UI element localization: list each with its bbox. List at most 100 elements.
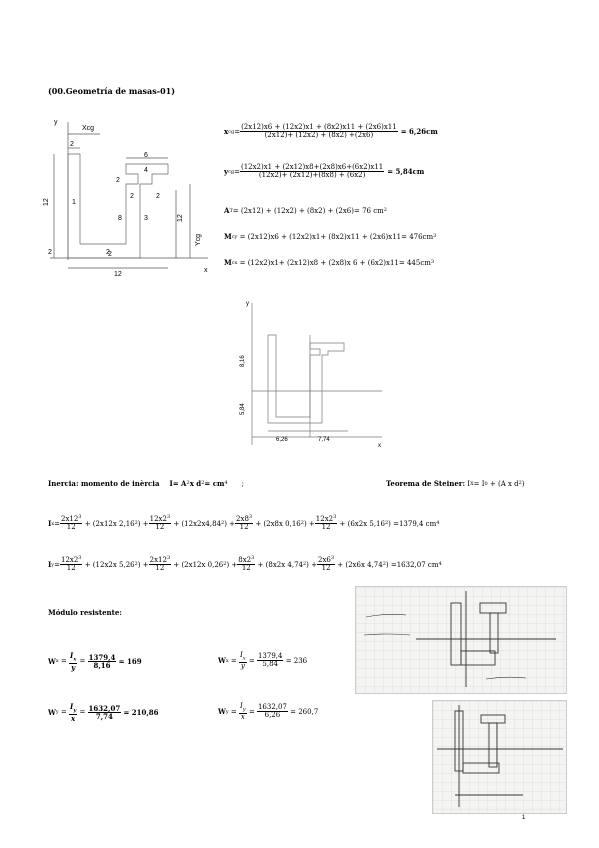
term-den: 12 [66,523,76,532]
area-sub: T [229,207,233,214]
term-den: 12 [239,523,249,532]
inertia-formula-end: = cm [204,479,225,488]
part-label: 4 [144,167,148,174]
dim-label: 2 [116,177,120,184]
dim-label: 12 [114,271,122,278]
dim-label: 2 [130,193,134,200]
term: + (12x2x4,84 [173,519,222,528]
mcx-sub: cx [231,259,238,266]
value-den: 7,74 [95,711,113,721]
page-number: 1 [522,815,526,821]
w-symbol: W [218,656,226,666]
axis-x-label: x [204,267,208,274]
term-exp: 3 [333,514,337,520]
dim-label: 5,84 [240,403,246,415]
term-den: 12 [66,564,76,573]
ix-sub: x [51,520,55,527]
mcy-symbol: M [224,232,232,241]
w-symbol: W [48,707,56,717]
dim-label: 7,74 [318,437,330,443]
term-exp: 3 [78,555,82,561]
term-exp: 3 [78,514,82,520]
term-exp: 3 [166,555,171,561]
term-den: 12 [321,564,331,573]
w-sub: y [55,709,59,716]
frac-num-sub: x [73,656,77,663]
value-den: 5,84 [262,660,278,669]
part-label: 3 [144,215,148,222]
xcg-denominator: (2x12)+ (12x2) + (8x2) +(2x6) [264,131,374,140]
term-num: 12x2 [315,515,334,523]
term: + (2x6x 4,74 [337,560,383,569]
term-num: 2x8 [236,515,249,523]
dim-label: 2 [108,251,112,258]
term-exp: 3 [166,514,171,520]
page-title: (00.Geometría de masas-01) [48,86,175,96]
mcy-expression: = (2x12)x6 + (12x2)x1+ (8x2)x11 + (2x6)x… [239,232,434,241]
ycg-symbol: y [224,167,229,177]
term-num: 2x12 [60,515,79,523]
inertia-formula-mid: x d [189,479,202,488]
result: = 236 [285,656,308,665]
graph-paper-sketch [356,587,566,693]
frac-num-sub: y [242,706,246,713]
steiner-title: Teorema de Steiner: [386,479,466,488]
term-num: 8x2 [238,556,252,564]
ycg-label: Ycg [195,234,202,246]
steiner-end: + (A x d [489,479,519,488]
w-sub: x [225,657,229,664]
ycg-fraction: (12x2)x1 + (2x12)x8+(2x8)x6+(6x2)x11 (12… [239,163,385,180]
dim-label: 2 [156,193,160,200]
term: + (6x2x 5,16 [339,519,385,528]
xcg-numerator: (2x12)x6 + (12x2)x1 + (8x2)x11 + (2x6)x1… [240,123,398,133]
xcg-sub: cg [228,128,235,135]
w-symbol: W [218,707,226,717]
value-den: 8,16 [93,660,111,670]
frac-num: I [70,651,74,660]
iy-sub: y [51,561,55,568]
term-exp: 3 [330,555,335,561]
xcg-result: = 6,26cm [400,127,438,137]
result: = 210,86 [123,707,159,717]
axis-y-label: y [54,119,58,126]
value-num: 1379,4 [87,652,117,662]
term: + (2x12x 2,16 [84,519,135,528]
axis-x-label: x [378,443,381,449]
xcg-fraction: (2x12)x6 + (12x2)x1 + (8x2)x11 + (2x6)x1… [240,123,398,140]
term-num: 12x2 [60,556,79,564]
xcg-label: Xcg [82,125,94,132]
term-num: 2x12 [149,556,167,564]
term-den: 12 [321,523,331,532]
steiner-close: ) [521,479,525,488]
dim-label: 6,26 [276,437,288,443]
ycg-result: = 5,84cm [387,167,425,177]
value-num: 1632,07 [87,703,122,713]
part-label: 2 [106,249,110,256]
term-exp: 3 [248,514,253,520]
term-num: 2x6 [318,556,331,564]
term-exp: 3 [251,555,255,561]
value-num: 1379,4 [256,652,284,662]
mcy-sub: cy [231,233,238,240]
term-den: 12 [155,564,165,573]
frac-den: x [71,713,76,723]
xcg-symbol: x [224,127,229,137]
ycg-sub: cg [228,168,235,175]
frac-num: I [70,702,74,711]
frac-den: y [240,661,245,670]
iy-symbol: I [48,560,52,570]
section-figure: y x Xcg 2 6 12 12 2 2 12 2 1 2 3 4 8 2 2… [43,119,208,278]
term: + (12x2x 5,26 [84,560,135,569]
dim-label: 8,16 [240,355,246,367]
dim-label: 12 [177,214,184,222]
result: = 169 [118,656,142,666]
